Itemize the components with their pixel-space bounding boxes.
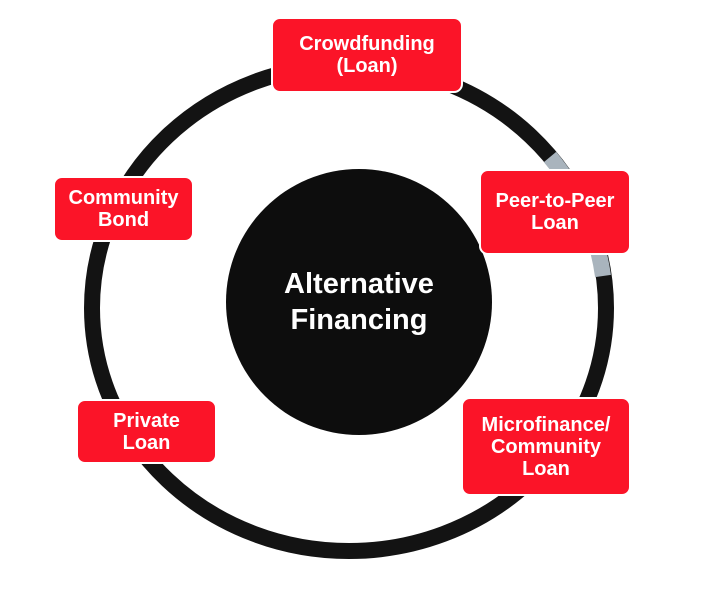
node-crowdfunding: Crowdfunding(Loan) [271,17,463,93]
node-label: Crowdfunding [299,33,435,55]
node-label: Microfinance/ [481,413,611,436]
node-label: Community [490,435,601,458]
node-label: Private [113,409,180,432]
node-label: Peer-to-Peer [495,190,615,212]
node-label: Community [68,187,179,209]
node-label: Loan [122,431,171,454]
node-label: (Loan) [336,55,398,77]
center-title-line2: Financing [290,304,428,336]
node-label: Bond [97,209,150,231]
node-label: Loan [531,212,579,234]
center-title-line1: Alternative [284,268,434,300]
node-label: Loan [522,457,570,480]
